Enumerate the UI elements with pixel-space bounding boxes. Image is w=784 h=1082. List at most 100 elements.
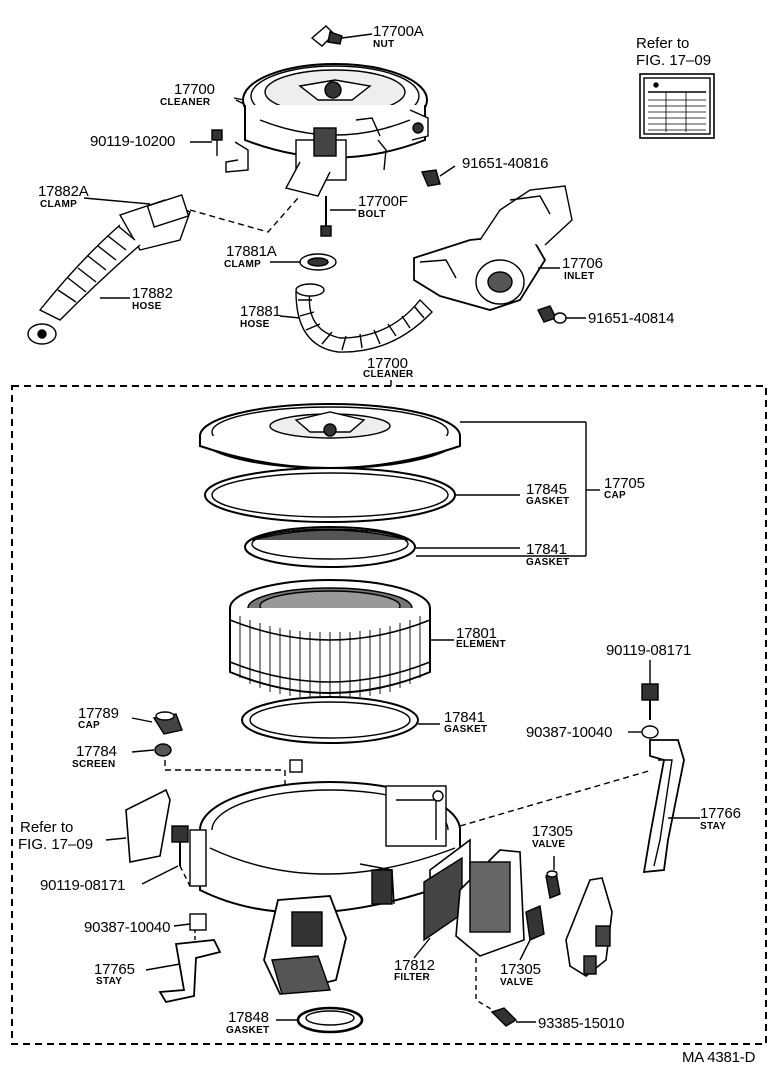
part-name-nut: NUT <box>373 39 395 50</box>
part-name-valve-b: VALVE <box>500 977 534 988</box>
gasket-17845 <box>204 467 456 523</box>
ref-left-line2: FIG. 17–09 <box>18 836 94 853</box>
leader-line <box>341 33 373 39</box>
gasket-17841-top <box>244 526 416 568</box>
cleaner-assembly-top <box>225 63 429 197</box>
part-name-gasket-17841-top: GASKET <box>526 557 570 568</box>
part-name-bolt: BOLT <box>358 209 386 220</box>
bolt-90119-08171-right <box>641 660 659 720</box>
screen-17784 <box>154 743 172 757</box>
part-name-gasket-17841-lower: GASKET <box>444 724 488 735</box>
hose-17882 <box>27 194 191 345</box>
part-number-17784: 17784 <box>76 743 117 760</box>
leader-line <box>519 939 531 961</box>
part-name-hose-17882: HOSE <box>132 301 162 312</box>
inlet-17706 <box>413 185 573 311</box>
part-number-17841-top: 17841 <box>526 541 567 558</box>
ref-top-line2: FIG. 17–09 <box>636 52 712 69</box>
part-number-17812: 17812 <box>394 957 435 974</box>
element-17801 <box>229 579 431 699</box>
dashed-routing <box>179 865 191 887</box>
part-name-clamp-17882A: CLAMP <box>40 199 78 210</box>
part-number-17881A: 17881A <box>226 243 277 260</box>
leader-line <box>131 717 153 723</box>
part-number-17700F: 17700F <box>358 193 408 210</box>
part-number-91651-40816: 91651-40816 <box>462 155 549 172</box>
part-name-stay-17766: STAY <box>700 821 727 832</box>
part-name-gasket-17848: GASKET <box>226 1025 270 1036</box>
leader-line <box>145 963 181 971</box>
part-number-17700-box: 17700 <box>367 355 408 372</box>
part-name-gasket-17845: GASKET <box>526 496 570 507</box>
part-number-93385-15010: 93385-15010 <box>538 1015 625 1032</box>
leader-line <box>173 923 191 927</box>
dashed-routing <box>459 769 653 827</box>
part-number-90387-10040-right: 90387-10040 <box>526 724 613 741</box>
valve-body <box>565 877 613 977</box>
part-name-element: ELEMENT <box>456 639 506 650</box>
spacer-90387-10040-right <box>641 725 659 739</box>
part-number-91651-40814: 91651-40814 <box>588 310 675 327</box>
part-name-valve-a: VALVE <box>532 839 566 850</box>
part-number-90387-10040-left: 90387-10040 <box>84 919 171 936</box>
stay-17765 <box>158 930 222 1004</box>
bolt-90119-08171-left <box>171 825 189 866</box>
leader-line <box>235 99 245 105</box>
filter-17812 <box>423 838 525 957</box>
part-number-17700A: 17700A <box>373 23 424 40</box>
spacer-90387-10040-left <box>189 913 207 931</box>
cap-17789 <box>152 711 183 735</box>
reference-card-icon <box>639 73 715 139</box>
part-number-90119-08171-left: 90119-08171 <box>40 877 126 894</box>
part-number-17705: 17705 <box>604 475 645 492</box>
part-name-cap-17705: CAP <box>604 490 627 501</box>
cleaner-case <box>189 759 461 996</box>
leader-line <box>413 937 431 959</box>
reference-flap <box>105 788 171 863</box>
leader-line <box>83 197 151 205</box>
part-number-17848: 17848 <box>228 1009 269 1026</box>
part-number-17882: 17882 <box>132 285 173 302</box>
exploded-view-boundary <box>11 385 767 1045</box>
part-number-17305-a: 17305 <box>532 823 573 840</box>
dashed-routing <box>189 197 299 233</box>
leader-line <box>233 97 245 101</box>
part-number-90119-10200: 90119-10200 <box>90 133 176 150</box>
part-number-17882A: 17882A <box>38 183 89 200</box>
ref-top-line1: Refer to <box>636 35 690 52</box>
bolt-91651-40816 <box>420 165 456 187</box>
stay-17766 <box>642 739 685 874</box>
bolt-90119-10200 <box>211 129 223 156</box>
part-number-90119-08171-right: 90119-08171 <box>606 642 692 659</box>
gasket-17848 <box>296 1006 364 1034</box>
valve-17305-upper <box>545 870 561 899</box>
part-name-clamp-17881A: CLAMP <box>224 259 262 270</box>
part-name-screen: SCREEN <box>72 759 116 770</box>
part-number-17700-top: 17700 <box>174 81 215 98</box>
leader-line <box>131 749 155 753</box>
part-number-17766: 17766 <box>700 805 741 822</box>
figure-code: MA 4381-D <box>682 1049 756 1066</box>
part-number-17789: 17789 <box>78 705 119 722</box>
part-name-cleaner-box: CLEANER <box>363 369 414 380</box>
part-number-17706: 17706 <box>562 255 603 272</box>
leader-line <box>279 315 301 319</box>
part-number-17841-lower: 17841 <box>444 709 485 726</box>
cap-17705 <box>199 403 461 469</box>
part-number-17801: 17801 <box>456 625 497 642</box>
part-number-17305-b: 17305 <box>500 961 541 978</box>
bolt-93385-15010 <box>490 1007 536 1027</box>
clamp-17881A <box>299 253 337 271</box>
bolt-17700F <box>320 196 332 237</box>
hose-17881 <box>295 283 433 353</box>
part-number-17765: 17765 <box>94 961 135 978</box>
gasket-17841-lower <box>241 696 419 744</box>
part-name-cap-17789: CAP <box>78 720 101 731</box>
dashed-routing <box>475 958 497 1013</box>
part-name-filter: FILTER <box>394 972 431 983</box>
part-name-inlet: INLET <box>564 271 595 282</box>
part-name-hose-17881: HOSE <box>240 319 270 330</box>
part-number-17845: 17845 <box>526 481 567 498</box>
bolt-91651-40814 <box>537 305 586 324</box>
